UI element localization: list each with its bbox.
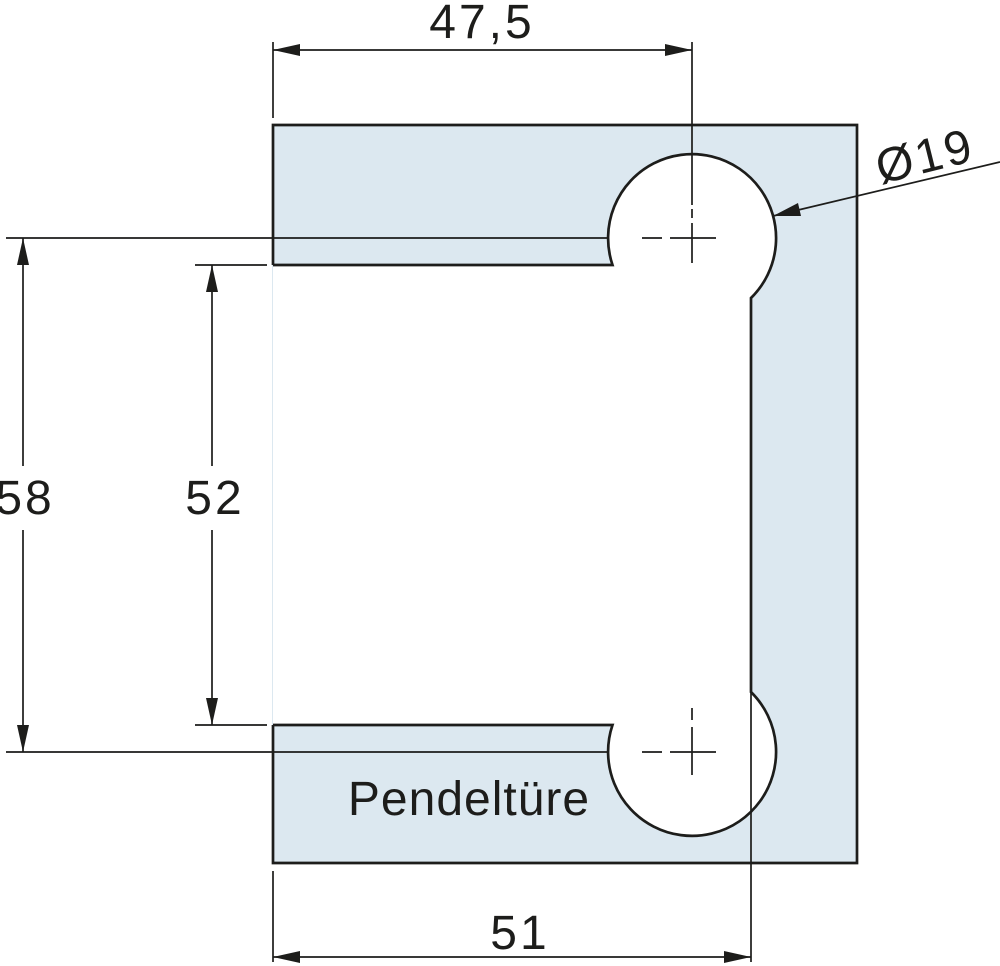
inner-height-arrow-top	[206, 265, 218, 292]
outer-height-arrow-top	[17, 238, 29, 265]
plate-outer-edges	[271, 123, 859, 865]
bottom-width-extension-lines	[272, 692, 752, 962]
plate-cutout-and-hole-edges	[273, 152, 778, 838]
diameter-leader-line	[772, 161, 1000, 217]
inner-height-arrow-bottom	[206, 698, 218, 725]
top-width-arrow-left	[273, 44, 300, 56]
inner-height-label: 52	[185, 472, 244, 525]
part-name-label: Pendeltüre	[348, 773, 590, 826]
diameter-leader-arrowhead	[773, 203, 801, 216]
top-width-arrow-right	[665, 44, 692, 56]
plate-fill	[272, 125, 857, 863]
dimension-inner-height: 52	[185, 264, 267, 726]
centerlines	[6, 42, 716, 775]
dimension-outer-height: 58	[0, 238, 55, 752]
bottom-width-label: 51	[490, 907, 549, 960]
outer-height-label: 58	[0, 472, 55, 525]
outer-height-arrow-bottom	[17, 725, 29, 752]
inner-height-extension-lines	[195, 264, 267, 726]
dimension-bottom-width: 51	[272, 692, 752, 963]
bottom-width-arrow-right	[724, 951, 751, 963]
dimension-top-width: 47,5	[272, 0, 692, 118]
hinge-plate	[271, 123, 859, 865]
top-width-label: 47,5	[429, 0, 534, 49]
bottom-width-arrow-left	[273, 951, 300, 963]
hole-diameter-label: Ø19	[870, 119, 980, 195]
